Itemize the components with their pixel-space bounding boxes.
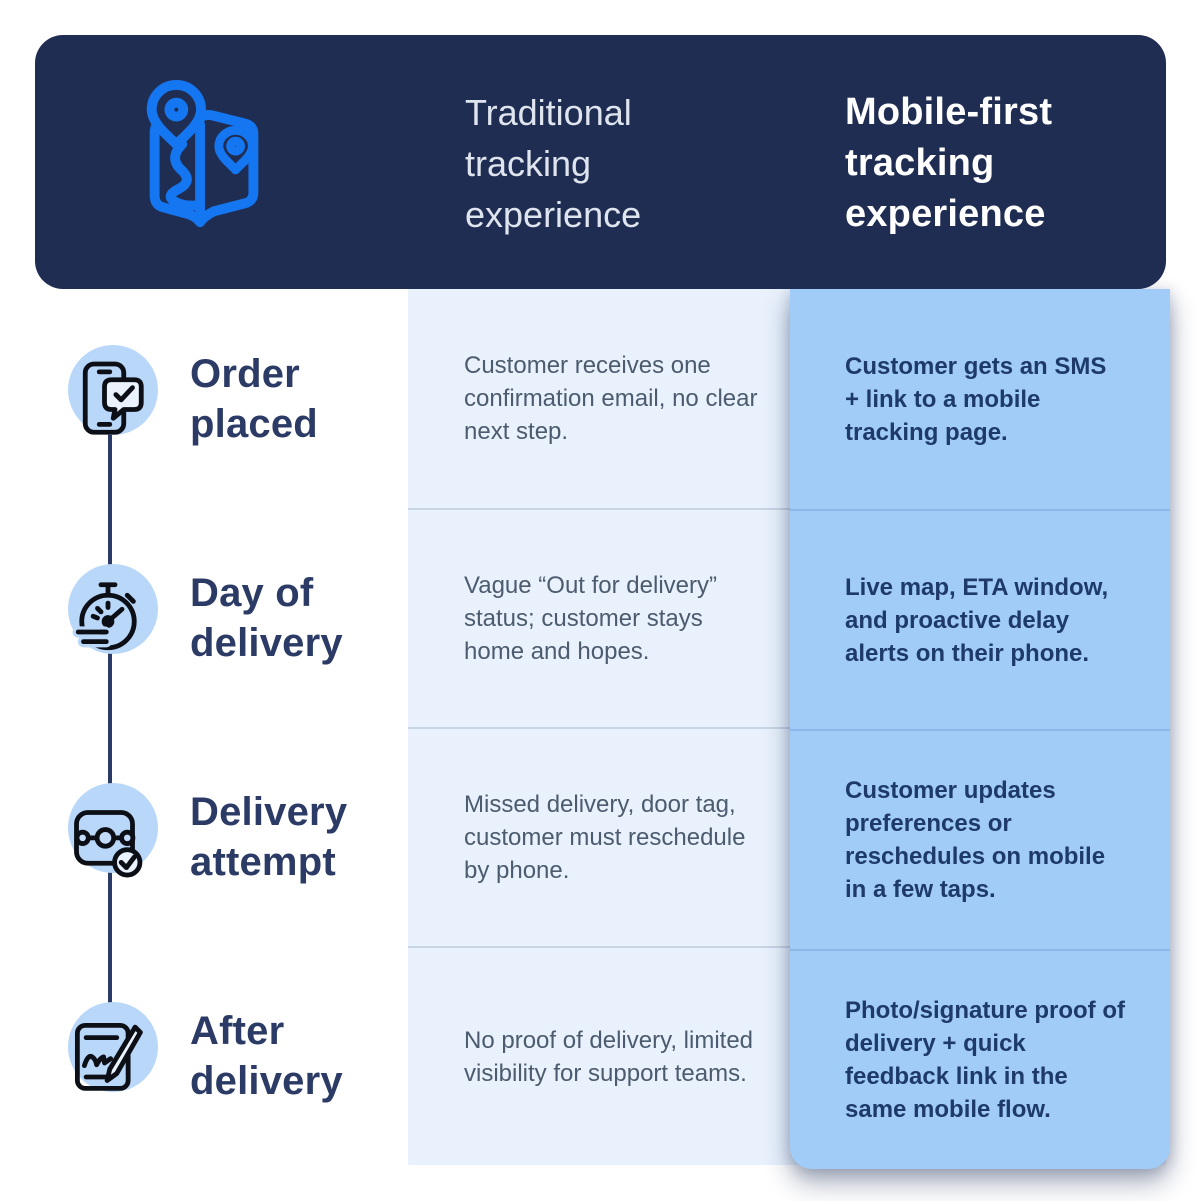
mobile-text: Photo/signature proof of delivery + quic… <box>845 997 1125 1123</box>
traditional-text: Missed delivery, door tag, customer must… <box>464 791 746 884</box>
traditional-text: No proof of delivery, limited visibility… <box>464 1026 754 1087</box>
map-route-icon <box>146 79 259 228</box>
stage-day-of-delivery: Day of delivery <box>0 508 408 727</box>
traditional-text: Vague “Out for delivery” status; custome… <box>464 572 717 665</box>
mobile-cell-delivery-attempt: Customer updates preferences or reschedu… <box>790 729 1170 949</box>
traditional-cell-day-of-delivery: Vague “Out for delivery” status; custome… <box>408 508 1166 727</box>
stage-badge <box>58 563 158 664</box>
mobile-cell-order-placed: Customer gets an SMS + link to a mobile … <box>790 289 1170 509</box>
mobile-column-card: Customer gets an SMS + link to a mobile … <box>790 289 1170 1169</box>
stage-label: Order placed <box>190 351 318 446</box>
mobile-cell-after-delivery: Photo/signature proof of delivery + quic… <box>790 949 1170 1169</box>
phone-confirmation-icon <box>82 361 144 435</box>
timeline-connector-line <box>108 400 112 1052</box>
stage-delivery-attempt: Delivery attempt <box>0 727 408 946</box>
traditional-text: Customer receives one confirmation email… <box>464 352 758 445</box>
traditional-cell-delivery-attempt: Missed delivery, door tag, customer must… <box>408 727 1166 946</box>
mobile-text: Customer gets an SMS + link to a mobile … <box>845 352 1107 446</box>
signature-pen-icon <box>74 1022 143 1091</box>
traditional-cell-after-delivery: No proof of delivery, limited visibility… <box>408 946 1166 1165</box>
traditional-cell-order-placed: Customer receives one confirmation email… <box>408 289 1166 508</box>
stage-badge <box>58 782 158 883</box>
stage-badge <box>58 1001 158 1102</box>
route-check-icon <box>74 809 143 877</box>
stage-order-placed: Order placed <box>0 289 408 508</box>
stage-after-delivery: After delivery <box>0 946 408 1165</box>
stage-label: Delivery attempt <box>190 789 348 884</box>
stage-label: After delivery <box>190 1008 343 1103</box>
mobile-text: Live map, ETA window, and proactive dela… <box>845 573 1109 667</box>
stopwatch-icon <box>72 581 137 650</box>
stage-badge <box>58 344 158 445</box>
traditional-column-title: Traditional tracking experience <box>465 92 642 235</box>
stage-label: Day of delivery <box>190 570 343 665</box>
header-bar: Traditional tracking experience Mobile-f… <box>35 35 1166 289</box>
mobile-cell-day-of-delivery: Live map, ETA window, and proactive dela… <box>790 509 1170 729</box>
mobile-text: Customer updates preferences or reschedu… <box>845 777 1106 903</box>
mobile-column-title: Mobile-first tracking experience <box>845 91 1053 235</box>
